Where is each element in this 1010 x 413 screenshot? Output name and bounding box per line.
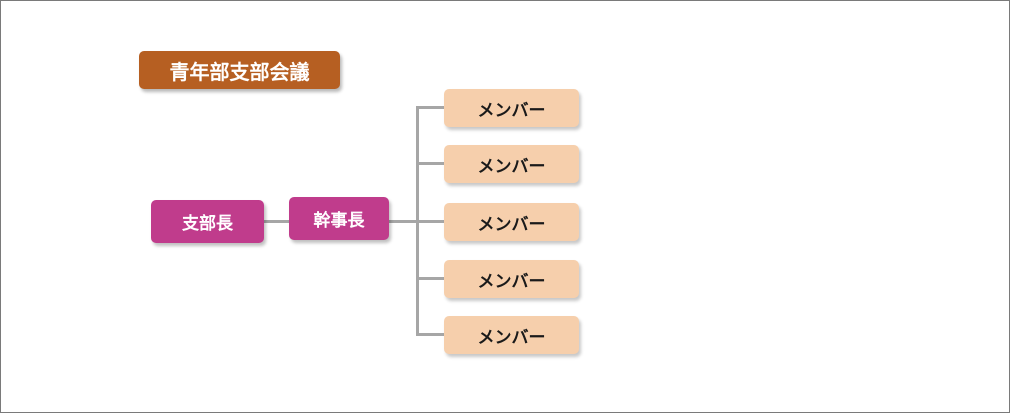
secretary-box: 幹事長 (289, 197, 389, 240)
connector-member-4 (416, 277, 444, 280)
connector-member-2 (416, 162, 444, 165)
connector-member-5 (416, 333, 444, 336)
member-box-3: メンバー (444, 203, 579, 241)
meeting-title: 青年部支部会議 (139, 51, 340, 89)
member-box-1: メンバー (444, 89, 579, 127)
member-box-2: メンバー (444, 145, 579, 183)
connector-member-3 (416, 220, 444, 223)
connector-member-1 (416, 106, 444, 109)
member-box-5: メンバー (444, 316, 579, 354)
connector-secretary-trunk (388, 220, 419, 223)
connector-head-secretary (263, 220, 290, 223)
branch-head-box: 支部長 (151, 200, 264, 243)
member-box-4: メンバー (444, 260, 579, 298)
